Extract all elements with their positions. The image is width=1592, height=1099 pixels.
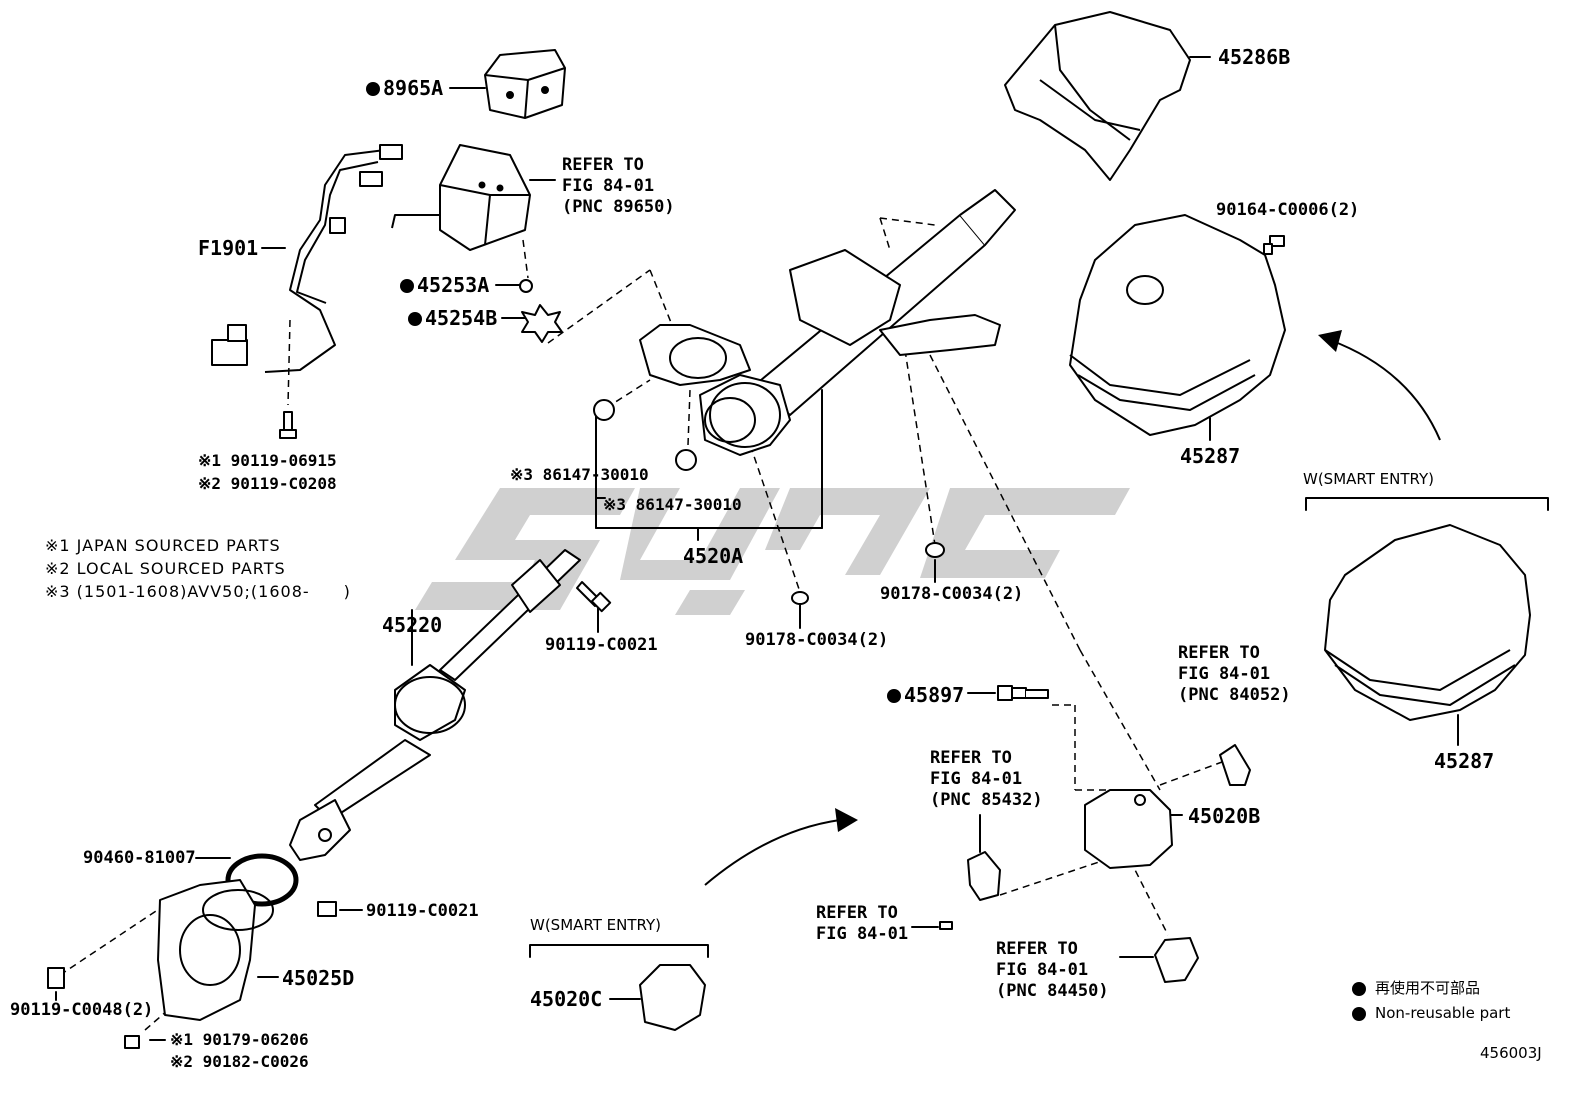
label-90178-a[interactable]: 90178-C0034(2) [745,630,889,650]
label-8965A[interactable]: 8965A [366,78,443,98]
legend-en: Non-reusable part [1375,1004,1511,1022]
non-reusable-dot-icon [408,312,422,326]
note-3: ※3 (1501-1608)AVV50;(1608- ) [45,582,351,601]
label-45253A[interactable]: 45253A [400,275,489,295]
label-45020C[interactable]: 45020C [530,987,603,1011]
column-assembly-shape [639,189,1016,456]
label-90119-C0048[interactable]: 90119-C0048(2) [10,1000,154,1020]
figure-code: 456003J [1480,1044,1542,1062]
part-89650-shape [391,144,531,251]
label-90178-b[interactable]: 90178-C0034(2) [880,584,1024,604]
shaft-45220-shape [289,549,581,861]
bolt-45897-shape [997,685,1049,701]
watermark-logo [415,488,1130,615]
label-45286B[interactable]: 45286B [1218,45,1291,69]
label-45220[interactable]: 45220 [382,613,443,637]
part-F1901-shape [211,144,403,373]
non-reusable-dot-icon [887,689,901,703]
label-90119-C0021-a[interactable]: 90119-C0021 [545,635,658,655]
label-F1901[interactable]: F1901 [198,236,259,260]
label-86147-b[interactable]: ※3 86147-30010 [603,495,742,514]
cover-45287-top-shape [1069,214,1286,436]
plate-45025D-shape [157,879,274,1021]
label-90182[interactable]: ※2 90182-C0026 [170,1052,309,1071]
label-4520A[interactable]: 4520A [683,544,744,568]
label-45020B[interactable]: 45020B [1188,804,1261,828]
bolt-90119-06915-shape [279,411,297,439]
label-45897[interactable]: 45897 [887,685,964,705]
cover-45286B-shape [1004,11,1191,181]
legend-jp: 再使用不可部品 [1375,979,1481,997]
part-8965A-shape [484,49,566,119]
smart-entry-bottom: W(SMART ENTRY) [530,916,662,934]
label-45025D[interactable]: 45025D [282,966,355,990]
smart-entry-right: W(SMART ENTRY) [1303,470,1435,488]
lock-45020B-shape [1084,789,1173,869]
label-90119-06915[interactable]: ※1 90119-06915 [198,451,337,470]
label-90164[interactable]: 90164-C0006(2) [1216,200,1360,220]
label-90179[interactable]: ※1 90179-06206 [170,1030,309,1049]
non-reusable-dot-icon [366,82,380,96]
label-90119-C0208[interactable]: ※2 90119-C0208 [198,474,337,493]
label-86147-a[interactable]: ※3 86147-30010 [510,465,649,484]
cover-45287-right-shape [1324,524,1531,721]
refer-85432[interactable]: REFER TO FIG 84-01 (PNC 85432) [930,748,1043,810]
refer-84052[interactable]: REFER TO FIG 84-01 (PNC 84052) [1178,643,1291,705]
label-45287-right[interactable]: 45287 [1434,749,1495,773]
label-90460[interactable]: 90460-81007 [83,848,196,868]
refer-84450[interactable]: REFER TO FIG 84-01 (PNC 84450) [996,939,1109,1001]
label-45254B[interactable]: 45254B [408,308,497,328]
label-45287-top[interactable]: 45287 [1180,444,1241,468]
refer-fig-84-01[interactable]: REFER TO FIG 84-01 [816,903,909,944]
refer-89650[interactable]: REFER TO FIG 84-01 (PNC 89650) [562,155,675,217]
note-1: ※1 JAPAN SOURCED PARTS [45,536,281,555]
label-90119-C0021-b[interactable]: 90119-C0021 [366,901,479,921]
non-reusable-dot-icon [400,279,414,293]
note-2: ※2 LOCAL SOURCED PARTS [45,559,286,578]
